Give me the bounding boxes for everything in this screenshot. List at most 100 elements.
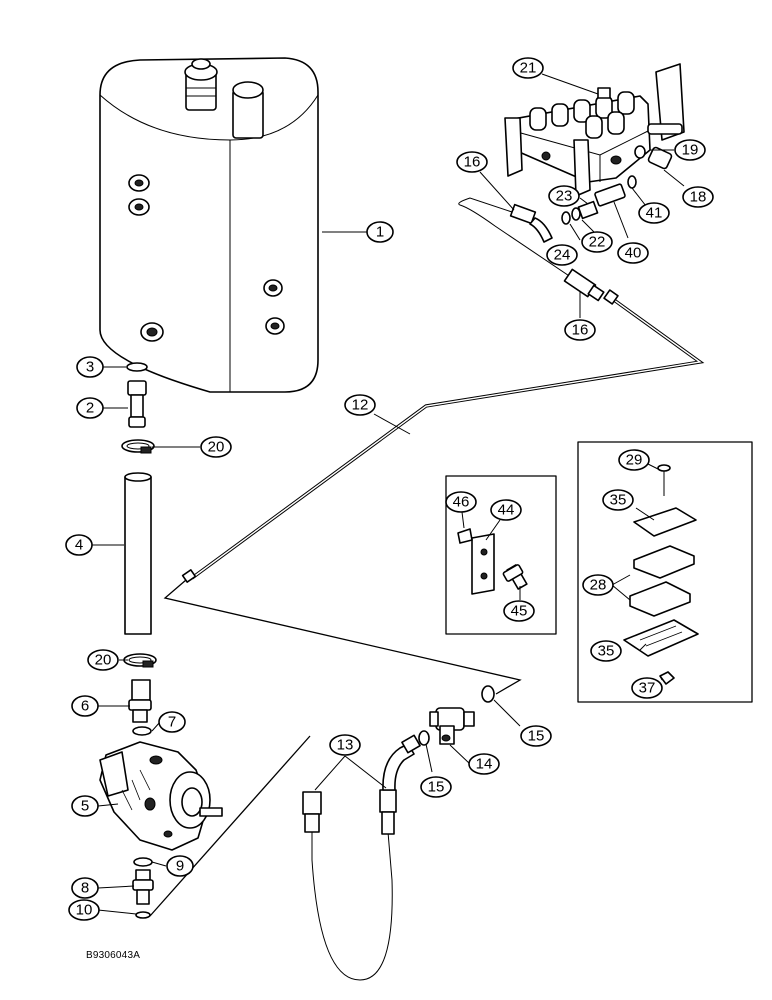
callout-10: 10 <box>68 899 100 921</box>
svg-text:21: 21 <box>520 60 537 77</box>
svg-text:22: 22 <box>589 234 606 251</box>
svg-text:6: 6 <box>81 698 89 715</box>
fitting-8 <box>132 869 154 905</box>
callout-15-left: 15 <box>420 776 452 798</box>
suction-hose-4 <box>124 472 152 635</box>
hydraulic-reservoir-tank <box>99 57 319 393</box>
callout-20-lower: 20 <box>87 649 119 671</box>
callout-20-upper: 20 <box>200 436 232 458</box>
svg-text:18: 18 <box>690 189 707 206</box>
fitting-23 <box>577 200 599 220</box>
callout-13: 13 <box>329 734 361 756</box>
hydraulic-pump-5 <box>99 741 223 851</box>
svg-text:4: 4 <box>75 537 83 554</box>
o-ring-9 <box>133 857 153 867</box>
svg-text:10: 10 <box>76 902 93 919</box>
hose-clamp-20-upper <box>121 439 155 454</box>
svg-text:35: 35 <box>610 492 627 509</box>
callout-6: 6 <box>71 695 99 717</box>
svg-text:20: 20 <box>95 652 112 669</box>
svg-text:15: 15 <box>528 728 545 745</box>
callout-22: 22 <box>581 231 613 253</box>
callout-40: 40 <box>617 242 649 264</box>
callout-14: 14 <box>468 753 500 775</box>
svg-text:45: 45 <box>511 603 528 620</box>
o-ring-7 <box>132 726 152 736</box>
svg-text:35: 35 <box>598 643 615 660</box>
svg-text:46: 46 <box>453 494 470 511</box>
control-valve-21 <box>504 63 685 197</box>
svg-text:44: 44 <box>498 502 515 519</box>
callout-5: 5 <box>71 795 99 817</box>
callout-9: 9 <box>166 855 194 877</box>
svg-text:13: 13 <box>337 737 354 754</box>
svg-text:5: 5 <box>81 798 89 815</box>
callout-28: 28 <box>582 574 614 596</box>
svg-text:20: 20 <box>208 439 225 456</box>
callout-29: 29 <box>618 449 650 471</box>
callout-3: 3 <box>76 356 104 378</box>
hose-16 <box>458 197 605 302</box>
tube-12 <box>181 289 705 583</box>
o-ring-15-upper <box>481 685 495 703</box>
svg-text:3: 3 <box>86 359 94 376</box>
callout-41: 41 <box>638 202 670 224</box>
svg-text:8: 8 <box>81 880 89 897</box>
svg-text:9: 9 <box>176 858 184 875</box>
callout-2: 2 <box>76 397 104 419</box>
drawing-code: B9306043A <box>86 950 141 961</box>
o-ring-10 <box>135 911 151 919</box>
o-ring-15-lower <box>418 730 430 746</box>
svg-text:14: 14 <box>476 756 493 773</box>
svg-text:28: 28 <box>590 577 607 594</box>
callout-35-lower: 35 <box>590 640 622 662</box>
callout-19: 19 <box>674 139 706 161</box>
svg-text:40: 40 <box>625 245 642 262</box>
svg-text:37: 37 <box>639 680 656 697</box>
detail-box-clamp-assembly <box>577 441 753 703</box>
o-ring-41 <box>627 175 637 189</box>
svg-text:23: 23 <box>556 188 573 205</box>
route-line <box>163 579 522 695</box>
fitting-6 <box>128 679 152 723</box>
svg-text:12: 12 <box>352 397 369 414</box>
o-ring-24 <box>561 211 571 225</box>
svg-text:29: 29 <box>626 452 643 469</box>
callout-7: 7 <box>158 711 186 733</box>
o-ring-3 <box>126 362 148 372</box>
callout-18: 18 <box>682 186 714 208</box>
svg-text:16: 16 <box>464 154 481 171</box>
callout-1: 1 <box>366 221 394 243</box>
callout-35-upper: 35 <box>602 489 634 511</box>
fitting-2 <box>127 380 147 428</box>
pressure-line-to-pump <box>149 735 311 917</box>
callout-16-lower: 16 <box>564 319 596 341</box>
callout-4: 4 <box>65 534 93 556</box>
fitting-40 <box>594 183 626 207</box>
callout-46: 46 <box>445 491 477 513</box>
callout-24: 24 <box>546 244 578 266</box>
svg-text:16: 16 <box>572 322 589 339</box>
pressure-hose-13 <box>302 734 421 981</box>
svg-text:7: 7 <box>168 714 176 731</box>
callout-8: 8 <box>71 877 99 899</box>
svg-text:19: 19 <box>682 142 699 159</box>
callout-45: 45 <box>503 600 535 622</box>
callout-12: 12 <box>344 394 376 416</box>
callout-23: 23 <box>548 185 580 207</box>
svg-text:2: 2 <box>86 400 94 417</box>
callout-37: 37 <box>631 677 663 699</box>
callout-16-upper: 16 <box>456 151 488 173</box>
callout-15-right: 15 <box>520 725 552 747</box>
callout-21: 21 <box>512 57 544 79</box>
tee-fitting-14 <box>429 707 475 745</box>
svg-text:1: 1 <box>376 224 384 241</box>
fitting-18 <box>647 146 673 170</box>
o-ring-22 <box>571 207 581 221</box>
hose-clamp-20-lower <box>123 653 157 668</box>
svg-text:15: 15 <box>428 779 445 796</box>
svg-text:41: 41 <box>646 205 663 222</box>
svg-text:24: 24 <box>554 247 571 264</box>
o-ring-19 <box>634 145 646 159</box>
